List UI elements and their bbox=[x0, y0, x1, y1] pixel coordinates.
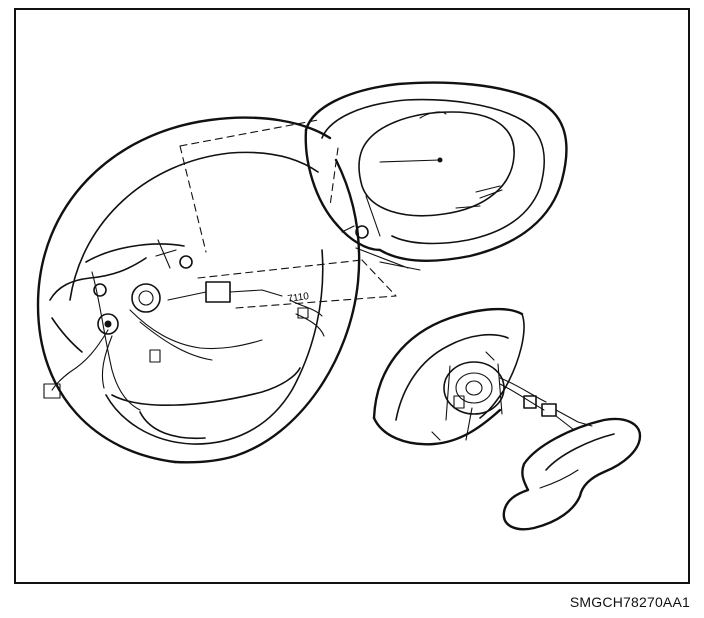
airbag-module-removed bbox=[304, 81, 568, 271]
callout-7110: 7110 bbox=[287, 291, 310, 305]
steering-wheel bbox=[36, 116, 397, 464]
figure-frame bbox=[14, 8, 690, 584]
figure-code: SMGCH78270AA1 bbox=[569, 594, 690, 610]
airbag-rear-view bbox=[372, 307, 593, 446]
clock-spring-cover bbox=[502, 417, 642, 531]
